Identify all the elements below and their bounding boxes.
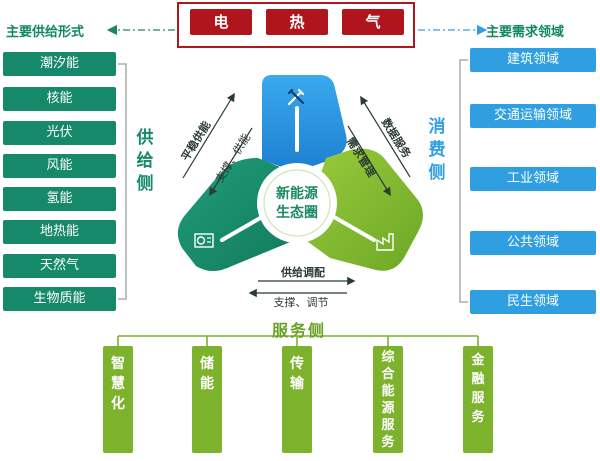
supply-title: 主要供给形式 (6, 25, 85, 40)
service-item-finance: 金融服务 (463, 346, 493, 453)
demand-item-livelihood: 民生领域 (470, 290, 596, 314)
supply-machine-icon (194, 233, 214, 248)
demand-title: 主要需求领域 (486, 25, 565, 40)
energy-electricity: 电 (190, 9, 252, 35)
factory-icon (376, 233, 394, 251)
tools-icon (287, 88, 305, 106)
service-tree (117, 336, 479, 346)
blade-consumption-green (300, 148, 423, 271)
label-support-regulate: 支撑、调节 (274, 295, 329, 309)
energy-types-box (177, 2, 415, 48)
supply-item-tidal: 潮汐能 (3, 52, 116, 76)
consumer-side-label: 消费侧 (428, 117, 446, 183)
supply-item-solar: 光伏 (3, 121, 116, 145)
service-item-transmission: 传输 (282, 346, 312, 453)
supply-item-natural-gas: 天然气 (3, 254, 116, 278)
energy-gas: 气 (342, 9, 404, 35)
supply-item-wind: 风能 (3, 154, 116, 178)
demand-bracket (459, 59, 468, 303)
energy-heat: 热 (266, 9, 328, 35)
service-item-storage: 储能 (192, 346, 222, 453)
demand-item-industry: 工业领域 (470, 167, 596, 191)
service-item-smart: 智慧化 (103, 346, 133, 453)
service-item-integrated-energy: 综合能源服务 (373, 346, 403, 453)
demand-item-public: 公共领域 (470, 231, 596, 255)
supply-item-geothermal: 地热能 (3, 220, 116, 244)
arrow-data-service (360, 95, 411, 178)
arrow-demand-management (347, 125, 391, 197)
supply-bracket (118, 63, 127, 300)
label-supply-dispatch: 供给调配 (280, 265, 325, 279)
blade-demand-blue (262, 75, 347, 172)
demand-item-transport: 交通运输领域 (470, 104, 596, 128)
service-title: 服务侧 (272, 321, 327, 340)
supply-item-biomass: 生物质能 (3, 287, 116, 311)
supply-item-nuclear: 核能 (3, 87, 116, 111)
center-title-line1: 新能源 (276, 185, 318, 202)
supply-side-label: 供给侧 (136, 128, 154, 194)
center-title-line2: 生态圈 (276, 204, 318, 221)
demand-item-building: 建筑领域 (470, 48, 596, 72)
supply-item-hydrogen: 氢能 (3, 187, 116, 211)
arrow-support-supply (209, 127, 253, 197)
arrow-steady-supply (182, 92, 235, 179)
